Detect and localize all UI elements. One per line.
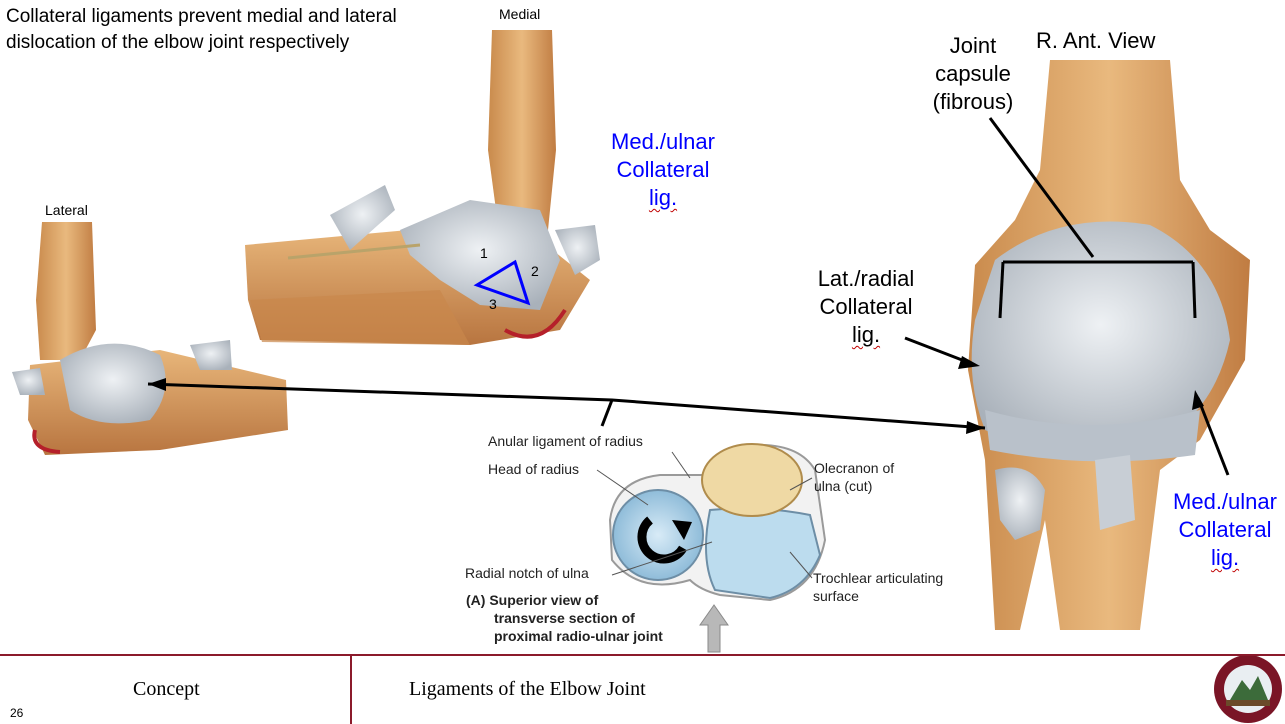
band-triangle <box>473 259 531 306</box>
label-line: Collateral <box>1178 517 1272 542</box>
footer-title: Ligaments of the Elbow Joint <box>409 678 646 700</box>
section-caption: (A) Superior view of transverse section … <box>466 591 663 645</box>
label-line: lig. <box>800 321 932 349</box>
label-text: lig. <box>851 322 881 347</box>
olecranon-label: Olecranon of ulna (cut) <box>814 459 894 495</box>
anterior-elbow-illustration <box>968 60 1250 630</box>
label-line: Lat./radial <box>817 266 915 291</box>
label-text: lig. <box>648 185 678 210</box>
lateral-collateral-label: Lat./radial Collateral lig. <box>800 265 932 349</box>
anular-ligament-label: Anular ligament of radius <box>488 433 643 449</box>
label-text: lig. <box>1210 545 1240 570</box>
head-of-radius-label: Head of radius <box>488 461 580 477</box>
label-line: surface <box>813 588 859 604</box>
band-number-2: 2 <box>531 263 539 279</box>
slide-heading-line: Collateral ligaments prevent medial and … <box>6 6 397 27</box>
band-number-1: 1 <box>480 245 488 261</box>
footer-concept: Concept <box>133 678 200 700</box>
slide-number: 26 <box>10 706 24 720</box>
label-line: capsule <box>935 61 1011 86</box>
footer-divider <box>350 655 352 724</box>
arrow-heads <box>148 356 1204 434</box>
label-line: Med./ulnar <box>611 129 715 154</box>
caption-line: transverse section of <box>494 610 635 626</box>
radioulnar-section-illustration <box>608 443 827 653</box>
label-line: lig. <box>1160 544 1285 572</box>
slide-heading: Collateral ligaments prevent medial and … <box>6 4 397 56</box>
medial-view-title: Medial <box>499 6 541 22</box>
anterior-medial-collateral-label: Med./ulnar Collateral lig. <box>1160 488 1285 572</box>
label-line: Collateral <box>616 157 710 182</box>
label-line: ulna (cut) <box>814 478 873 494</box>
label-line: Olecranon of <box>814 460 895 476</box>
label-line: Joint <box>949 33 997 58</box>
medial-elbow-illustration <box>245 30 600 345</box>
anterior-view-title: R. Ant. View <box>1036 28 1156 53</box>
slide-heading-line: dislocation of the elbow joint respectiv… <box>6 32 350 53</box>
label-line: Trochlear articulating <box>813 570 944 586</box>
label-line: Med./ulnar <box>1173 489 1277 514</box>
label-line: Collateral <box>819 294 913 319</box>
band-number-3: 3 <box>489 296 497 312</box>
lateral-view-title: Lateral <box>45 202 88 218</box>
caption-line: (A) Superior view of <box>466 592 599 608</box>
label-line: lig. <box>598 184 728 212</box>
trochlear-surface-label: Trochlear articulating surface <box>813 569 943 605</box>
university-logo <box>1214 655 1282 723</box>
radial-notch-label: Radial notch of ulna <box>465 565 589 581</box>
caption-line: proximal radio-ulnar joint <box>494 628 663 644</box>
lateral-elbow-illustration <box>12 222 288 455</box>
medial-collateral-label: Med./ulnar Collateral lig. <box>598 128 728 212</box>
joint-capsule-label: Joint capsule (fibrous) <box>918 32 1028 116</box>
footer-rule <box>0 654 1285 656</box>
section-leader-lines <box>596 451 813 579</box>
label-line: (fibrous) <box>932 89 1014 114</box>
